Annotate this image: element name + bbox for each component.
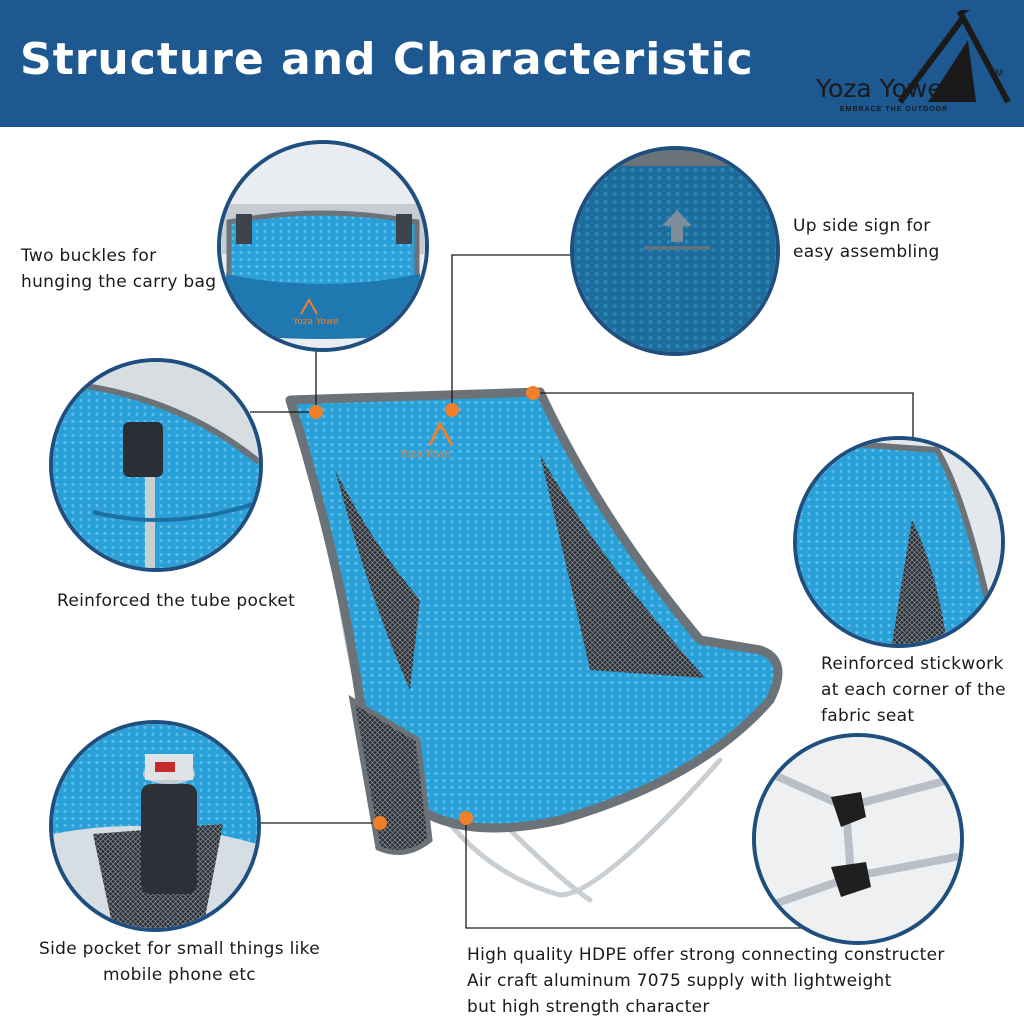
page-title: Structure and Characteristic [20, 34, 754, 85]
side-mesh-pocket [348, 695, 433, 855]
mesh-panel-right [540, 455, 705, 678]
callout-dots [309, 386, 540, 830]
callout-upside-sign: Up side sign for easy assembling [793, 216, 940, 262]
detail-circle-buckles: Yoza Yowe [217, 140, 429, 352]
detail-logo: Yoza Yowe [292, 317, 339, 327]
brand-name: Yoza Yowe [816, 74, 943, 103]
seat-logo: Yoza Yowe [399, 449, 451, 460]
detail-circle-frame-connector [752, 733, 964, 945]
callout-side-pocket: Side pocket for small things like mobile… [39, 939, 320, 985]
detail-circle-tube-pocket [49, 358, 263, 572]
tent-logo-icon [897, 2, 1011, 104]
detail-circle-stitchwork [793, 436, 1005, 648]
brand-trademark: TM [990, 68, 1003, 78]
detail-circle-side-pocket [49, 720, 261, 932]
header-banner: Structure and Characteristic Yoza Yowe T… [0, 0, 1024, 127]
chair-seat-fabric [285, 387, 783, 833]
brand-logo: Yoza Yowe TM EMBRACE THE OUTDOOR [808, 2, 1018, 120]
mesh-panel-left [335, 470, 420, 690]
brand-tagline: EMBRACE THE OUTDOOR [840, 106, 949, 113]
callout-frame: High quality HDPE offer strong connectin… [467, 945, 945, 1017]
up-arrow-icon [662, 210, 692, 242]
callout-stitchwork: Reinforced stickwork at each corner of t… [821, 654, 1006, 726]
callout-tube-pocket: Reinforced the tube pocket [57, 591, 296, 611]
callout-buckles: Two buckles for hunging the carry bag [21, 246, 217, 292]
detail-circle-upside-sign [570, 146, 780, 356]
